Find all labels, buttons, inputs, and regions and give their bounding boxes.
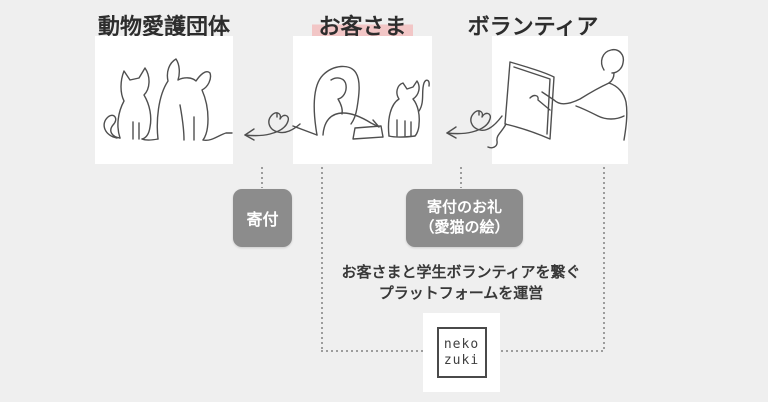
- entity-title-customer: お客さま: [293, 9, 432, 43]
- platform-note-line2: プラットフォームを運営: [378, 285, 544, 302]
- heart-arrow-icon: [244, 112, 301, 141]
- thanks-gift-line2: （愛猫の絵）: [419, 219, 510, 236]
- entity-title-animal-org: 動物愛護団体: [95, 9, 233, 39]
- donation-label-text: 寄付: [246, 212, 279, 229]
- artist-drawing-illustration: [487, 48, 628, 149]
- cat-and-dog-illustration: [103, 58, 233, 142]
- platform-note-line1: お客さまと学生ボランティアを繋ぐ: [341, 264, 581, 281]
- thanks-gift-label: 寄付のお礼 （愛猫の絵）: [406, 189, 523, 247]
- entity-title-animal-org-label: 動物愛護団体: [97, 14, 230, 39]
- dotted-connector-thanks: [460, 167, 462, 188]
- woman-petting-cat-illustration: [292, 65, 430, 140]
- heart-arrow-icon: [446, 110, 503, 139]
- logo-text-line1: neko: [443, 336, 480, 352]
- nekozuki-logo: neko zuki: [423, 313, 500, 392]
- dotted-connector-donation: [261, 167, 263, 188]
- logo-text-line2: zuki: [443, 352, 480, 368]
- platform-note: お客さまと学生ボランティアを繋ぐ プラットフォームを運営: [303, 262, 619, 304]
- donation-label: 寄付: [233, 189, 292, 247]
- nekozuki-logo-frame: neko zuki: [436, 327, 487, 378]
- panel-customer: [292, 36, 432, 164]
- entity-title-volunteer: ボランティア: [455, 9, 611, 39]
- entity-title-volunteer-label: ボランティア: [467, 14, 599, 39]
- thanks-gift-line1: 寄付のお礼: [426, 199, 502, 216]
- panel-animal-org: [95, 36, 233, 164]
- dotted-bracket-left: [321, 167, 323, 351]
- dotted-bracket-right: [603, 167, 605, 351]
- entity-title-customer-label: お客さま: [312, 14, 413, 43]
- panel-volunteer: [487, 36, 628, 164]
